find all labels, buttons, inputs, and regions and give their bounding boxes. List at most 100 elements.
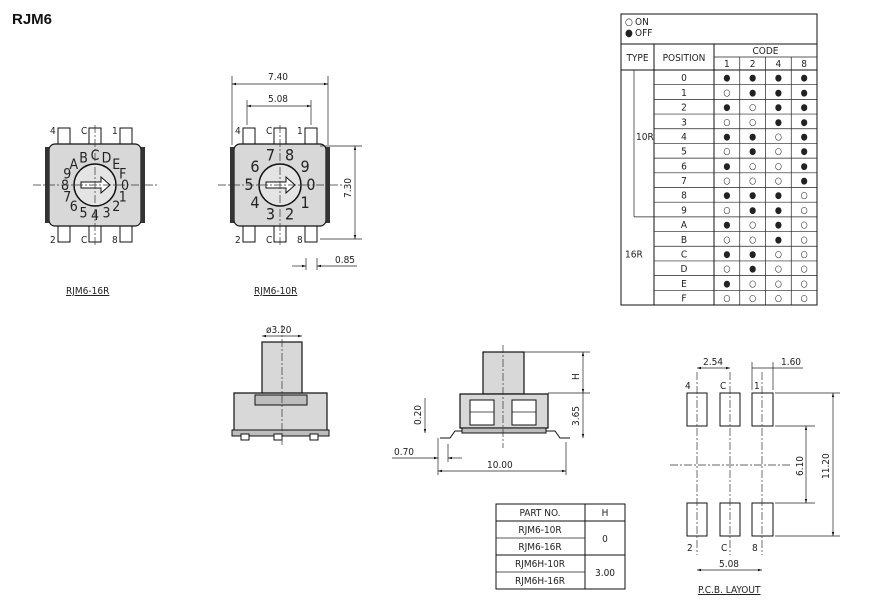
pin-label: 8 — [112, 235, 118, 246]
code-off-dot: ● — [749, 206, 756, 216]
code-off-dot: ● — [723, 132, 730, 142]
code-on-dot: ○ — [801, 294, 808, 304]
dial-label: F — [119, 167, 126, 183]
code-off-dot: ● — [801, 88, 808, 98]
side-view: ø3.20 — [231, 325, 330, 445]
position-cell: B — [681, 235, 687, 246]
pin-label: C — [266, 126, 272, 137]
code-off-dot: ● — [723, 250, 730, 260]
type-10r: 10R — [636, 132, 654, 143]
code-off-dot: ● — [775, 221, 782, 231]
position-cell: 2 — [681, 103, 687, 114]
dial-label: E — [112, 157, 120, 173]
dial-label: 6 — [250, 157, 259, 176]
dial-label: 7 — [63, 189, 71, 205]
code-on-dot: ○ — [749, 162, 756, 172]
pin-label: 1 — [297, 126, 303, 137]
dim-body-height: 3.65 — [571, 406, 582, 426]
dial-label: 2 — [112, 199, 120, 215]
legend-off-label: OFF — [635, 28, 652, 39]
code-on-dot: ○ — [723, 88, 730, 98]
code-on-dot: ○ — [749, 103, 756, 113]
code-on-dot: ○ — [775, 177, 782, 187]
code-off-dot: ● — [723, 162, 730, 172]
dim-pin: 0.85 — [335, 255, 355, 266]
code-on-dot: ○ — [749, 118, 756, 128]
code-off-dot: ● — [723, 279, 730, 289]
dial-label: 1 — [301, 193, 310, 212]
code-off-dot: ● — [749, 74, 756, 84]
header-h: H — [602, 508, 609, 519]
header-type: TYPE — [625, 53, 648, 64]
code-on-dot: ○ — [749, 294, 756, 304]
dial-label: 7 — [266, 146, 275, 165]
dim-inner: 6.10 — [795, 456, 806, 476]
dial-label: 3 — [102, 206, 110, 222]
code-off-dot: ● — [801, 118, 808, 128]
part-number-table: PART NO. H RJM6-10R RJM6-16R 0 RJM6H-10R… — [495, 503, 626, 590]
code-off-dot: ● — [801, 103, 808, 113]
header-position: POSITION — [663, 53, 706, 64]
position-cell: A — [681, 220, 688, 231]
legend-on-label: ON — [635, 17, 649, 28]
dial-label: D — [102, 150, 112, 166]
code-off-dot: ● — [801, 74, 808, 84]
position-cell: E — [681, 279, 687, 290]
pin-label: 2 — [50, 235, 56, 246]
type-16r: 16R — [625, 250, 643, 261]
part-no: RJM6H-10R — [515, 559, 565, 570]
code-on-dot: ○ — [749, 235, 756, 245]
dial-label: 1 — [119, 189, 127, 205]
code-off-dot: ● — [749, 88, 756, 98]
dim-span: 5.08 — [719, 559, 739, 570]
position-cell: F — [681, 294, 686, 305]
dial-label: 6 — [70, 199, 78, 215]
code-on-dot: ○ — [801, 206, 808, 216]
pcb-pin-label: 2 — [687, 543, 693, 554]
dial-label: 5 — [80, 206, 88, 222]
code-off-dot: ● — [801, 132, 808, 142]
code-on-dot: ○ — [775, 250, 782, 260]
pcb-pin-label: 1 — [754, 381, 760, 392]
code-off-dot: ● — [801, 177, 808, 187]
code-on-dot: ○ — [775, 162, 782, 172]
code-on-dot: ○ — [723, 235, 730, 245]
header-bit: 2 — [750, 59, 756, 70]
code-on-dot: ○ — [723, 147, 730, 157]
dial-label: 0 — [121, 178, 129, 194]
position-cell: D — [681, 264, 688, 275]
pin-label: C — [81, 235, 87, 246]
position-cell: 3 — [681, 117, 687, 128]
code-off-dot: ● — [775, 88, 782, 98]
dim-diameter: ø3.20 — [266, 325, 292, 336]
pin-label: 8 — [297, 235, 303, 246]
dial-label: 8 — [285, 146, 294, 165]
dial-label: 0 — [306, 175, 315, 194]
code-on-dot: ○ — [749, 221, 756, 231]
code-on-dot: ○ — [775, 132, 782, 142]
code-off-dot: ● — [749, 132, 756, 142]
h-value: 0 — [602, 534, 608, 545]
code-on-dot: ○ — [801, 221, 808, 231]
code-on-dot: ○ — [801, 235, 808, 245]
code-off-dot: ● — [749, 191, 756, 201]
code-on-dot: ○ — [801, 191, 808, 201]
header-part-no: PART NO. — [519, 508, 560, 519]
rjm6-10r-caption: RJM6-10R — [254, 286, 297, 297]
pcb-pin-label: 8 — [752, 543, 758, 554]
pin-label: 1 — [112, 126, 118, 137]
header-code: CODE — [753, 46, 779, 57]
code-on-dot: ○ — [801, 279, 808, 289]
dim-length: 10.00 — [487, 460, 513, 471]
code-off-dot: ● — [801, 147, 808, 157]
code-off-dot: ● — [749, 147, 756, 157]
dial-label: 2 — [285, 204, 294, 223]
position-cell: 5 — [681, 147, 687, 158]
pin-label: 4 — [50, 126, 56, 137]
dim-lead: 0.20 — [413, 405, 424, 425]
code-on-dot: ○ — [723, 265, 730, 275]
